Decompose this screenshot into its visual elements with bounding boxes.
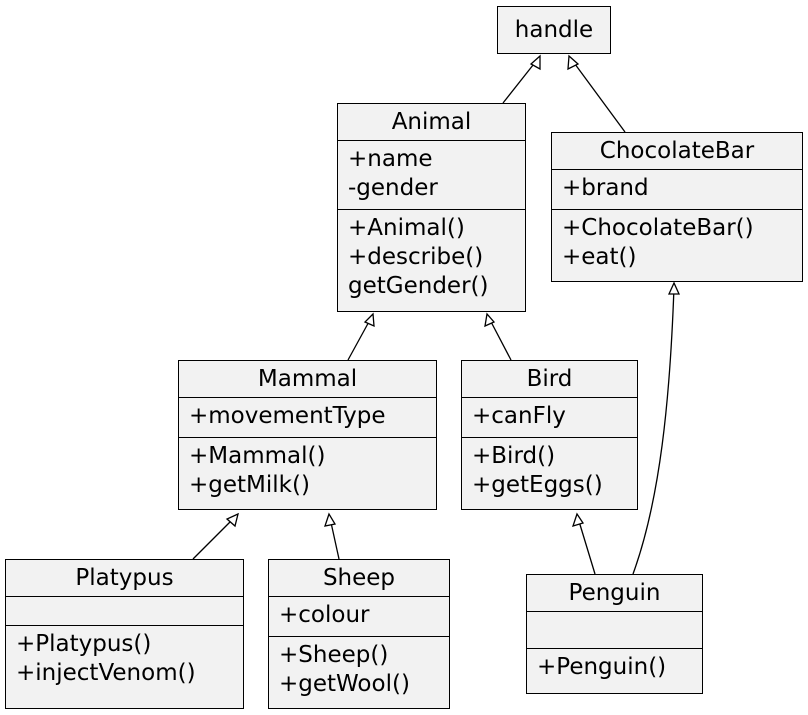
class-name: Sheep xyxy=(322,565,396,591)
class-name: Mammal xyxy=(257,366,358,392)
method: +Bird() xyxy=(472,443,556,469)
attribute: +canFly xyxy=(472,403,566,429)
class-name: handle xyxy=(514,17,594,43)
attributes-compartment xyxy=(6,596,243,625)
methods-compartment: +Sheep() +getWool() xyxy=(269,636,449,705)
attribute: -gender xyxy=(348,175,438,201)
method: +getEggs() xyxy=(472,472,603,498)
method: +getMilk() xyxy=(189,472,310,498)
methods-compartment: +ChocolateBar() +eat() xyxy=(552,209,802,278)
arrowhead-bird-animal xyxy=(484,312,496,328)
attributes-compartment: +colour xyxy=(269,596,449,636)
edge-bird-animal xyxy=(488,317,512,361)
method: +getWool() xyxy=(279,671,410,697)
method: +injectVenom() xyxy=(16,660,196,686)
attributes-compartment xyxy=(527,611,702,648)
arrowhead-penguin-bird xyxy=(571,512,585,527)
attribute: +movementType xyxy=(189,403,386,429)
attribute: +colour xyxy=(279,602,370,628)
class-name: ChocolateBar xyxy=(599,138,755,164)
edge-mammal-animal xyxy=(347,317,372,361)
edge-penguin-bird xyxy=(577,517,596,575)
method: +describe() xyxy=(348,244,484,270)
class-mammal[interactable]: Mammal +movementType +Mammal() +getMilk(… xyxy=(178,360,437,510)
methods-compartment: +Platypus() +injectVenom() xyxy=(6,625,243,694)
arrowhead-chocolatebar-handle xyxy=(567,54,580,71)
attributes-compartment: +movementType xyxy=(179,397,436,437)
method: +Sheep() xyxy=(279,642,389,668)
method: +ChocolateBar() xyxy=(562,215,754,241)
method: +Platypus() xyxy=(16,631,152,657)
arrowhead-animal-handle xyxy=(529,54,541,71)
class-name: Animal xyxy=(391,109,472,135)
attributes-compartment: +brand xyxy=(552,169,802,209)
arrowhead-sheep-mammal xyxy=(324,512,337,527)
class-name: Bird xyxy=(526,366,573,392)
method: +Mammal() xyxy=(189,443,326,469)
methods-compartment: +Mammal() +getMilk() xyxy=(179,437,436,506)
edge-animal-handle xyxy=(502,59,538,104)
attribute: +name xyxy=(348,146,433,172)
class-animal[interactable]: Animal +name -gender +Animal() +describe… xyxy=(337,103,526,312)
method: +Penguin() xyxy=(537,654,667,680)
class-name: Penguin xyxy=(568,580,661,606)
arrowhead-platypus-mammal xyxy=(225,512,239,528)
methods-compartment: +Animal() +describe() getGender() xyxy=(338,209,525,307)
class-handle[interactable]: handle xyxy=(497,6,611,54)
attributes-compartment: +name -gender xyxy=(338,140,525,209)
method: +eat() xyxy=(562,244,637,270)
class-penguin[interactable]: Penguin +Penguin() xyxy=(526,574,703,694)
method: +Animal() xyxy=(348,215,465,241)
method: getGender() xyxy=(348,273,489,299)
arrowhead-mammal-animal xyxy=(363,312,375,328)
class-chocolatebar[interactable]: ChocolateBar +brand +ChocolateBar() +eat… xyxy=(551,132,803,282)
edge-penguin-chocolatebar xyxy=(632,286,675,575)
arrowhead-penguin-chocolatebar xyxy=(667,281,681,295)
class-bird[interactable]: Bird +canFly +Bird() +getEggs() xyxy=(461,360,638,510)
attributes-compartment: +canFly xyxy=(462,397,637,437)
methods-compartment: +Penguin() xyxy=(527,648,702,688)
methods-compartment: +Bird() +getEggs() xyxy=(462,437,637,506)
class-name: Platypus xyxy=(75,565,174,591)
class-sheep[interactable]: Sheep +colour +Sheep() +getWool() xyxy=(268,559,450,709)
edge-platypus-mammal xyxy=(192,516,236,560)
edge-chocolatebar-handle xyxy=(571,59,626,133)
attribute: +brand xyxy=(562,175,649,201)
class-platypus[interactable]: Platypus +Platypus() +injectVenom() xyxy=(5,559,244,709)
